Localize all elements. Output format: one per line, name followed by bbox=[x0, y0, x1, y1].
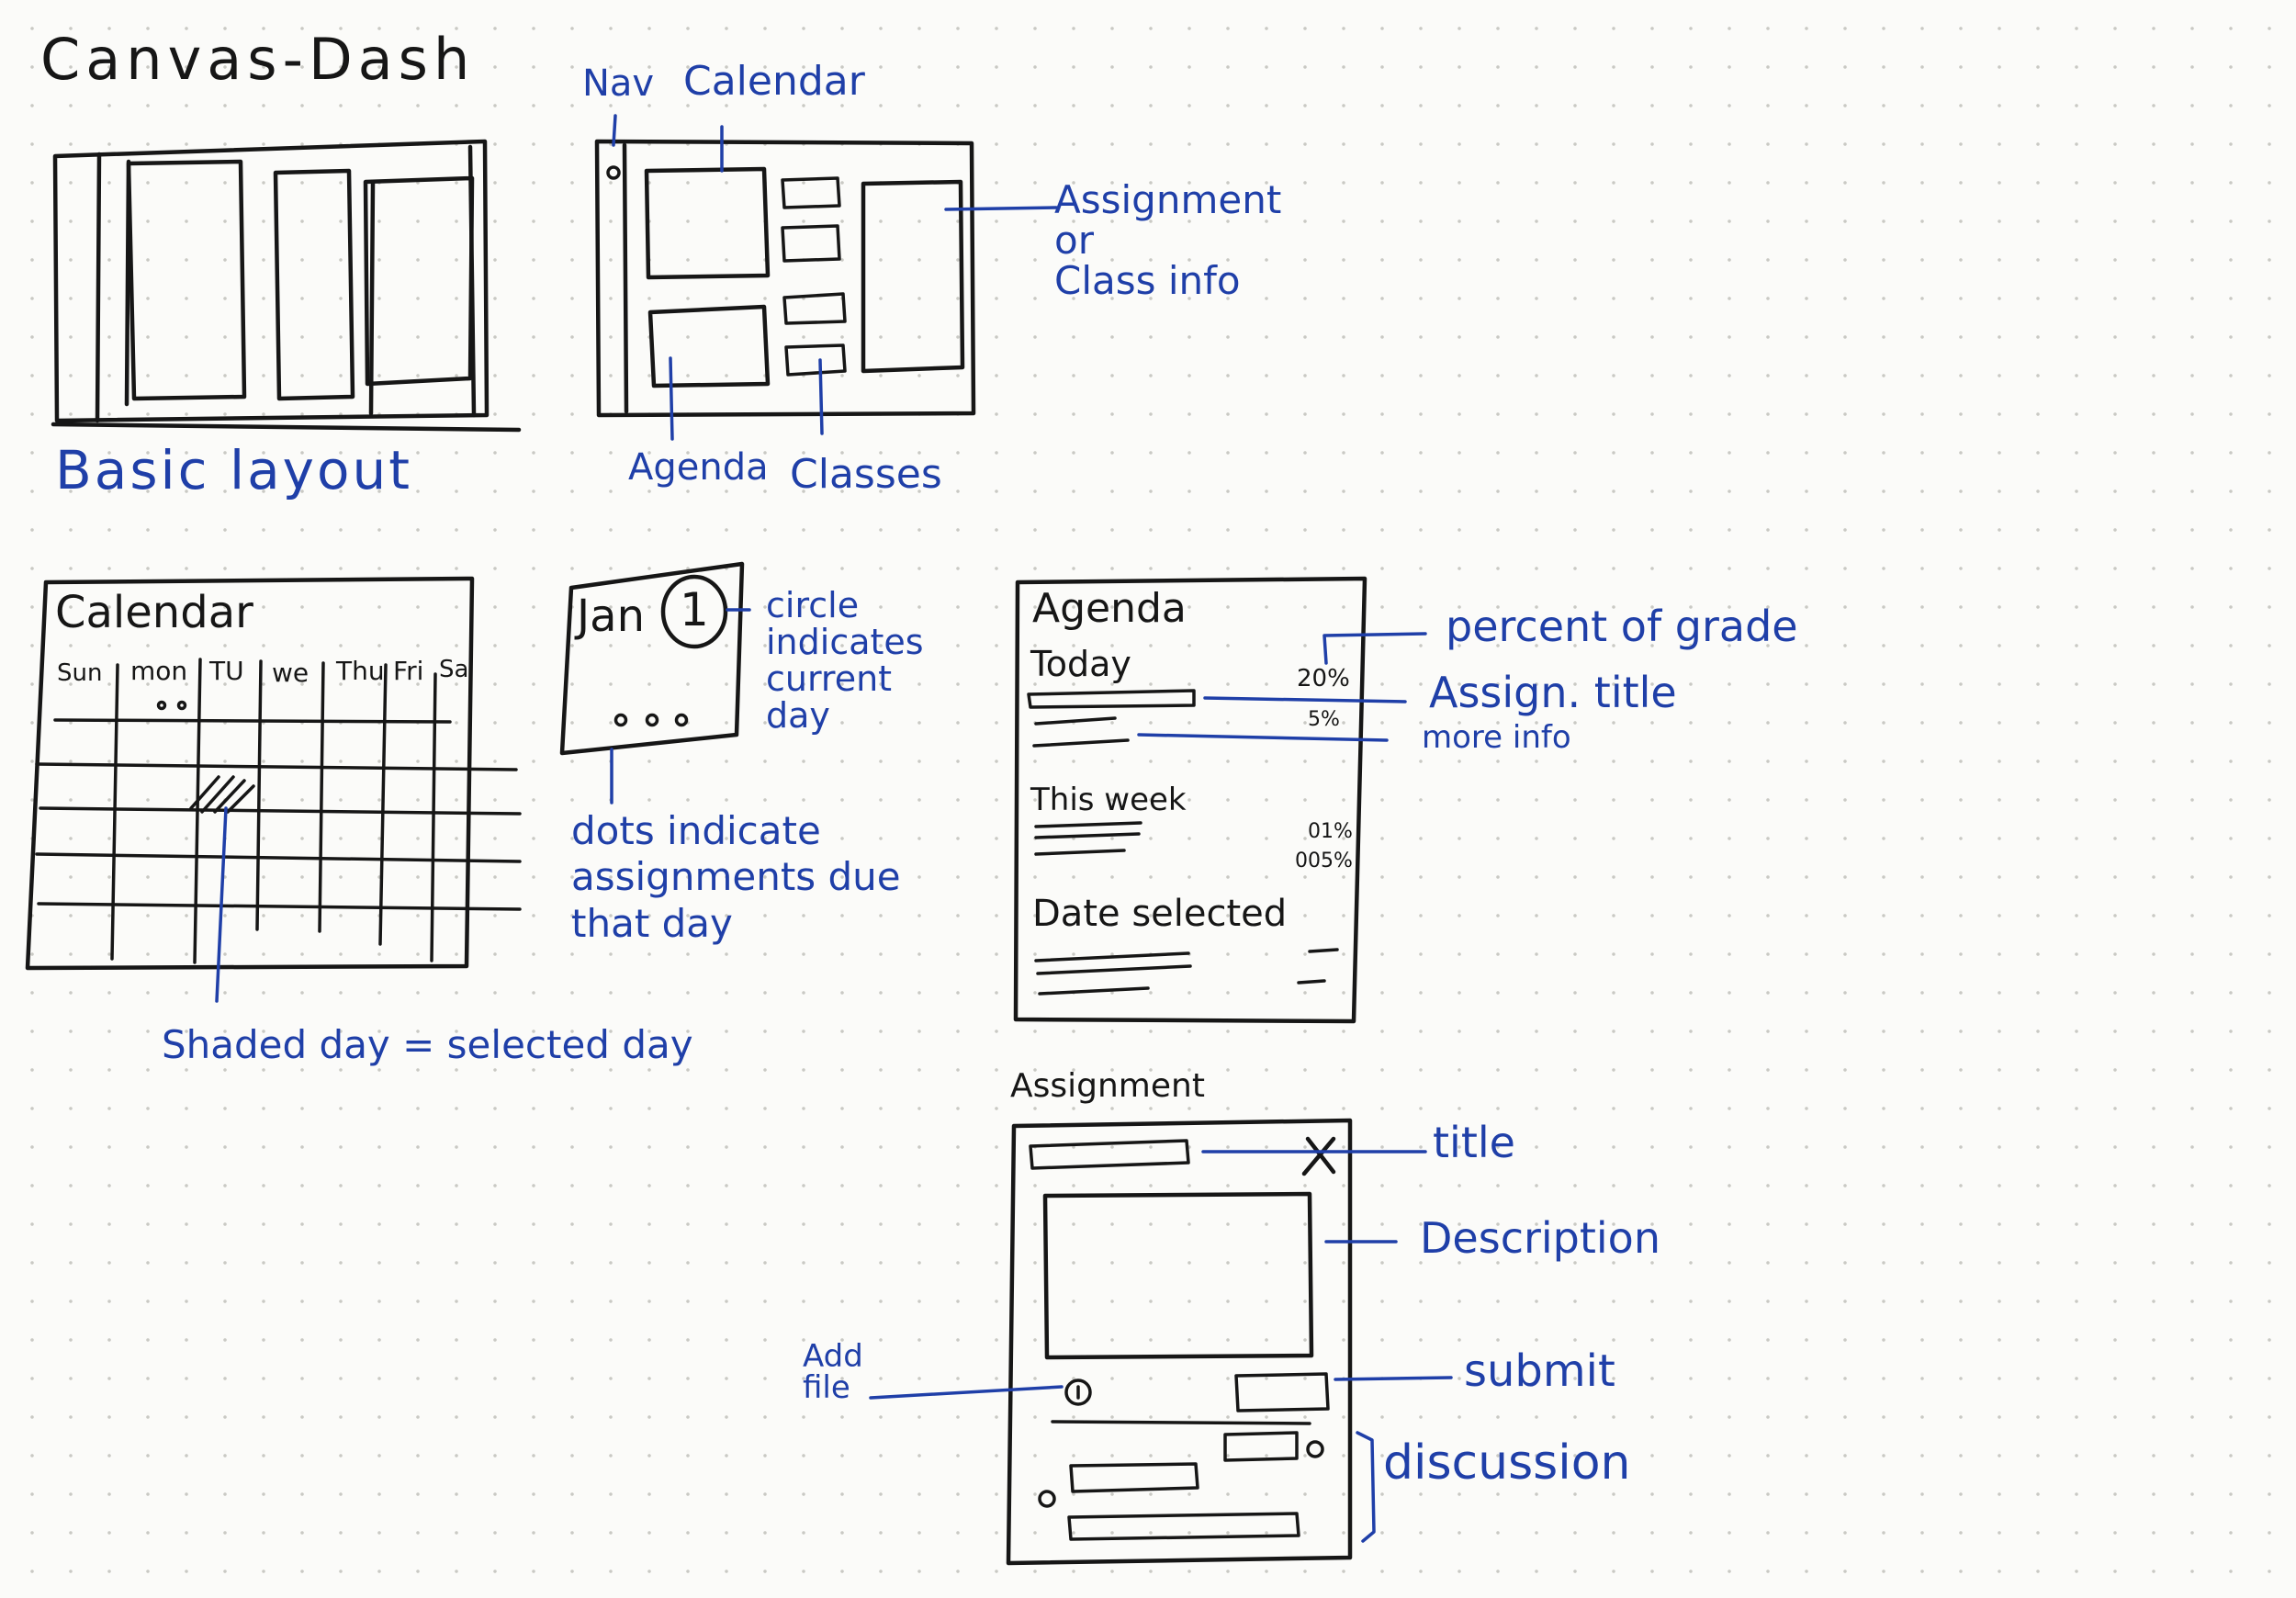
dots-note: dots indicate assignments due that day bbox=[571, 808, 901, 946]
classes-label: Classes bbox=[790, 451, 942, 498]
selected-day-note: Shaded day = selected day bbox=[162, 1022, 693, 1067]
annotated-layout-sketch bbox=[594, 114, 1058, 441]
agenda-section-this-week: This week bbox=[1030, 782, 1187, 818]
calendar-day-thu: Thu bbox=[336, 656, 385, 686]
page-title: Canvas-Dash bbox=[40, 26, 476, 93]
title-note: title bbox=[1433, 1118, 1515, 1167]
calendar-day-fri: Fri bbox=[393, 656, 424, 686]
assign-title-note: Assign. title bbox=[1429, 668, 1677, 717]
agenda-percent-1: 20% bbox=[1297, 665, 1350, 692]
agenda-section-date-selected: Date selected bbox=[1032, 893, 1288, 935]
agenda-label: Agenda bbox=[628, 446, 769, 489]
agenda-percent-3: 01% bbox=[1308, 820, 1353, 843]
calendar-day-sun: Sun bbox=[57, 659, 103, 687]
percent-of-grade-note: percent of grade bbox=[1446, 602, 1798, 651]
add-file-note: Add file bbox=[803, 1338, 863, 1406]
calendar-day-tue: TU bbox=[209, 656, 244, 686]
assignment-sketch bbox=[869, 1118, 1453, 1566]
calendar-label: Calendar bbox=[683, 58, 865, 105]
assignment-title: Assignment bbox=[1010, 1067, 1205, 1105]
agenda-percent-2: 5% bbox=[1308, 708, 1340, 731]
description-note: Description bbox=[1420, 1213, 1660, 1263]
more-info-note: more info bbox=[1422, 719, 1571, 756]
calendar-day-wed: we bbox=[272, 658, 310, 688]
day-cell-number: 1 bbox=[680, 583, 709, 636]
discussion-note: discussion bbox=[1383, 1435, 1631, 1491]
assignment-info-label: Assignment or Class info bbox=[1054, 177, 1282, 304]
calendar-day-mon: mon bbox=[130, 656, 188, 686]
agenda-percent-4: 005% bbox=[1295, 850, 1353, 872]
submit-note: submit bbox=[1464, 1345, 1615, 1397]
calendar-day-sat: Sa bbox=[439, 656, 469, 683]
agenda-title: Agenda bbox=[1032, 585, 1187, 632]
basic-layout-label: Basic layout bbox=[55, 439, 412, 501]
selected-day-hatch bbox=[189, 775, 255, 814]
calendar-title: Calendar bbox=[55, 587, 253, 638]
agenda-sketch bbox=[1013, 576, 1427, 1024]
day-cell-month: Jan bbox=[577, 591, 645, 642]
basic-layout-sketch bbox=[51, 139, 522, 433]
nav-label: Nav bbox=[582, 62, 655, 105]
agenda-section-today: Today bbox=[1030, 644, 1131, 684]
calendar-sketch bbox=[25, 576, 522, 1003]
circle-note: circle indicates current day bbox=[766, 585, 924, 736]
day-cell-sketch bbox=[559, 561, 751, 805]
